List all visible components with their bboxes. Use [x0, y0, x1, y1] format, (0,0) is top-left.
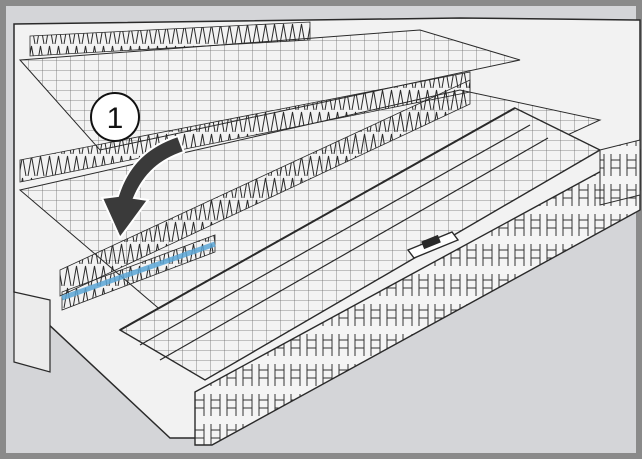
step-callout: 1: [90, 92, 140, 142]
step-number: 1: [107, 102, 124, 135]
handle-clip: [406, 231, 460, 259]
fold-down-tines: [19, 21, 471, 311]
fold-arrow: [100, 134, 186, 240]
dishwasher-rack: [13, 17, 641, 446]
